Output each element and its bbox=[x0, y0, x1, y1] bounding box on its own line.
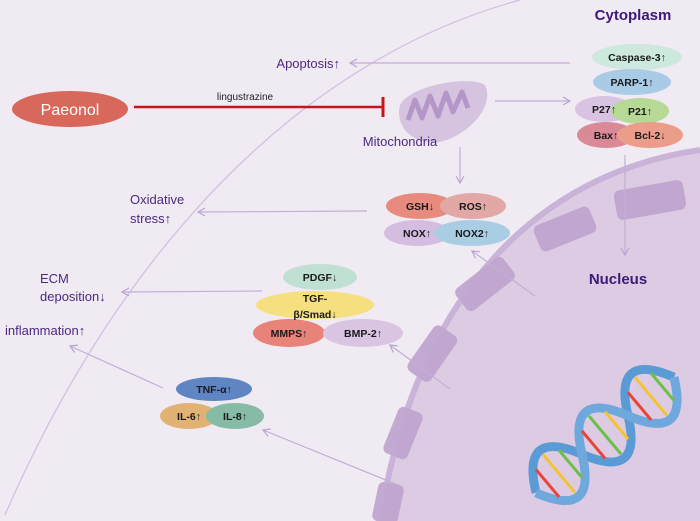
marker-node-apoptosis-0 bbox=[592, 44, 682, 70]
marker-node-inflammation-0 bbox=[176, 377, 252, 401]
marker-node-apoptosis-5 bbox=[617, 122, 683, 148]
arrow-to-inflammation bbox=[68, 344, 164, 389]
nucleus-title: Nucleus bbox=[589, 271, 647, 288]
mitochondria-icon bbox=[399, 81, 488, 143]
marker-label-apoptosis-1: PARP-1↑ bbox=[611, 77, 654, 89]
nuclear-envelope bbox=[372, 147, 700, 521]
apoptosis-label: Apoptosis↑ bbox=[276, 56, 340, 71]
mitochondria-label: Mitochondria bbox=[363, 134, 438, 149]
oxidative-label-1: Oxidative bbox=[130, 192, 184, 207]
marker-node-oxidative-1 bbox=[440, 193, 506, 219]
cell-membrane-line bbox=[4, 0, 521, 516]
marker-label-ecm-3: BMP-2↑ bbox=[344, 328, 382, 340]
marker-label-oxidative-3: NOX2↑ bbox=[455, 228, 489, 240]
marker-node-oxidative-0 bbox=[386, 193, 454, 219]
marker-label-apoptosis-4: Bax↑ bbox=[594, 130, 619, 142]
arrow-to-oxidative bbox=[196, 207, 368, 217]
marker-node-ecm-0 bbox=[283, 264, 357, 290]
marker-label-inflammation-1: IL-6↑ bbox=[177, 411, 201, 423]
marker-node-ecm-2 bbox=[253, 319, 325, 347]
marker-label-inflammation-2: IL-8↑ bbox=[223, 411, 247, 423]
marker-label-oxidative-2: NOX↑ bbox=[403, 228, 431, 240]
oxidative-label-2: stress↑ bbox=[130, 211, 171, 226]
marker-label-ecm-2: MMPS↑ bbox=[271, 328, 308, 340]
marker-label-apoptosis-5: Bcl-2↓ bbox=[635, 130, 666, 142]
marker-label-ecm-0: PDGF↓ bbox=[303, 272, 337, 284]
marker-label-apoptosis-3: P21↑ bbox=[628, 106, 652, 118]
arrow-nucleus-to-il8 bbox=[261, 428, 404, 488]
paeonol-label: Paeonol bbox=[41, 102, 100, 119]
marker-node-apoptosis-3 bbox=[611, 98, 669, 124]
arrow-nucleus-to-bmp bbox=[389, 344, 451, 390]
arrow-to-ecm bbox=[120, 287, 263, 297]
marker-label-ecm-1: TGF- bbox=[303, 293, 328, 305]
marker-label-inflammation-0: TNF-α↑ bbox=[196, 384, 232, 396]
marker-label-oxidative-1: ROS↑ bbox=[459, 201, 487, 213]
ecm-label-2: deposition↓ bbox=[40, 289, 106, 304]
pathway-arrows bbox=[68, 58, 630, 488]
marker-label-apoptosis-2: P27↑ bbox=[592, 104, 616, 116]
cytoplasm-title: Cytoplasm bbox=[595, 7, 672, 24]
marker-node-apoptosis-1 bbox=[593, 69, 671, 95]
marker-node-ecm-1 bbox=[256, 291, 374, 319]
marker-label-ecm-1: β/Smad↓ bbox=[293, 309, 336, 321]
dna-helix-icon bbox=[528, 364, 682, 506]
lingustrazine-label: lingustrazine bbox=[217, 92, 274, 103]
marker-clusters: Caspase-3↑ PARP-1↑ P27↑ P21↑ Bax↑ Bcl-2↓ GSH↓ R… bbox=[160, 44, 683, 429]
marker-label-oxidative-0: GSH↓ bbox=[406, 201, 434, 213]
ecm-label-1: ECM bbox=[40, 271, 69, 286]
marker-node-oxidative-2 bbox=[384, 220, 450, 246]
marker-node-inflammation-1 bbox=[160, 403, 218, 429]
marker-node-ecm-3 bbox=[323, 319, 403, 347]
paeonol-node bbox=[12, 91, 128, 127]
marker-node-oxidative-3 bbox=[434, 220, 510, 246]
marker-node-inflammation-2 bbox=[206, 403, 264, 429]
inflammation-label: inflammation↑ bbox=[5, 323, 85, 338]
arrow-nucleus-to-nox bbox=[471, 250, 536, 297]
marker-node-apoptosis-4 bbox=[577, 122, 635, 148]
marker-label-apoptosis-0: Caspase-3↑ bbox=[608, 52, 666, 64]
